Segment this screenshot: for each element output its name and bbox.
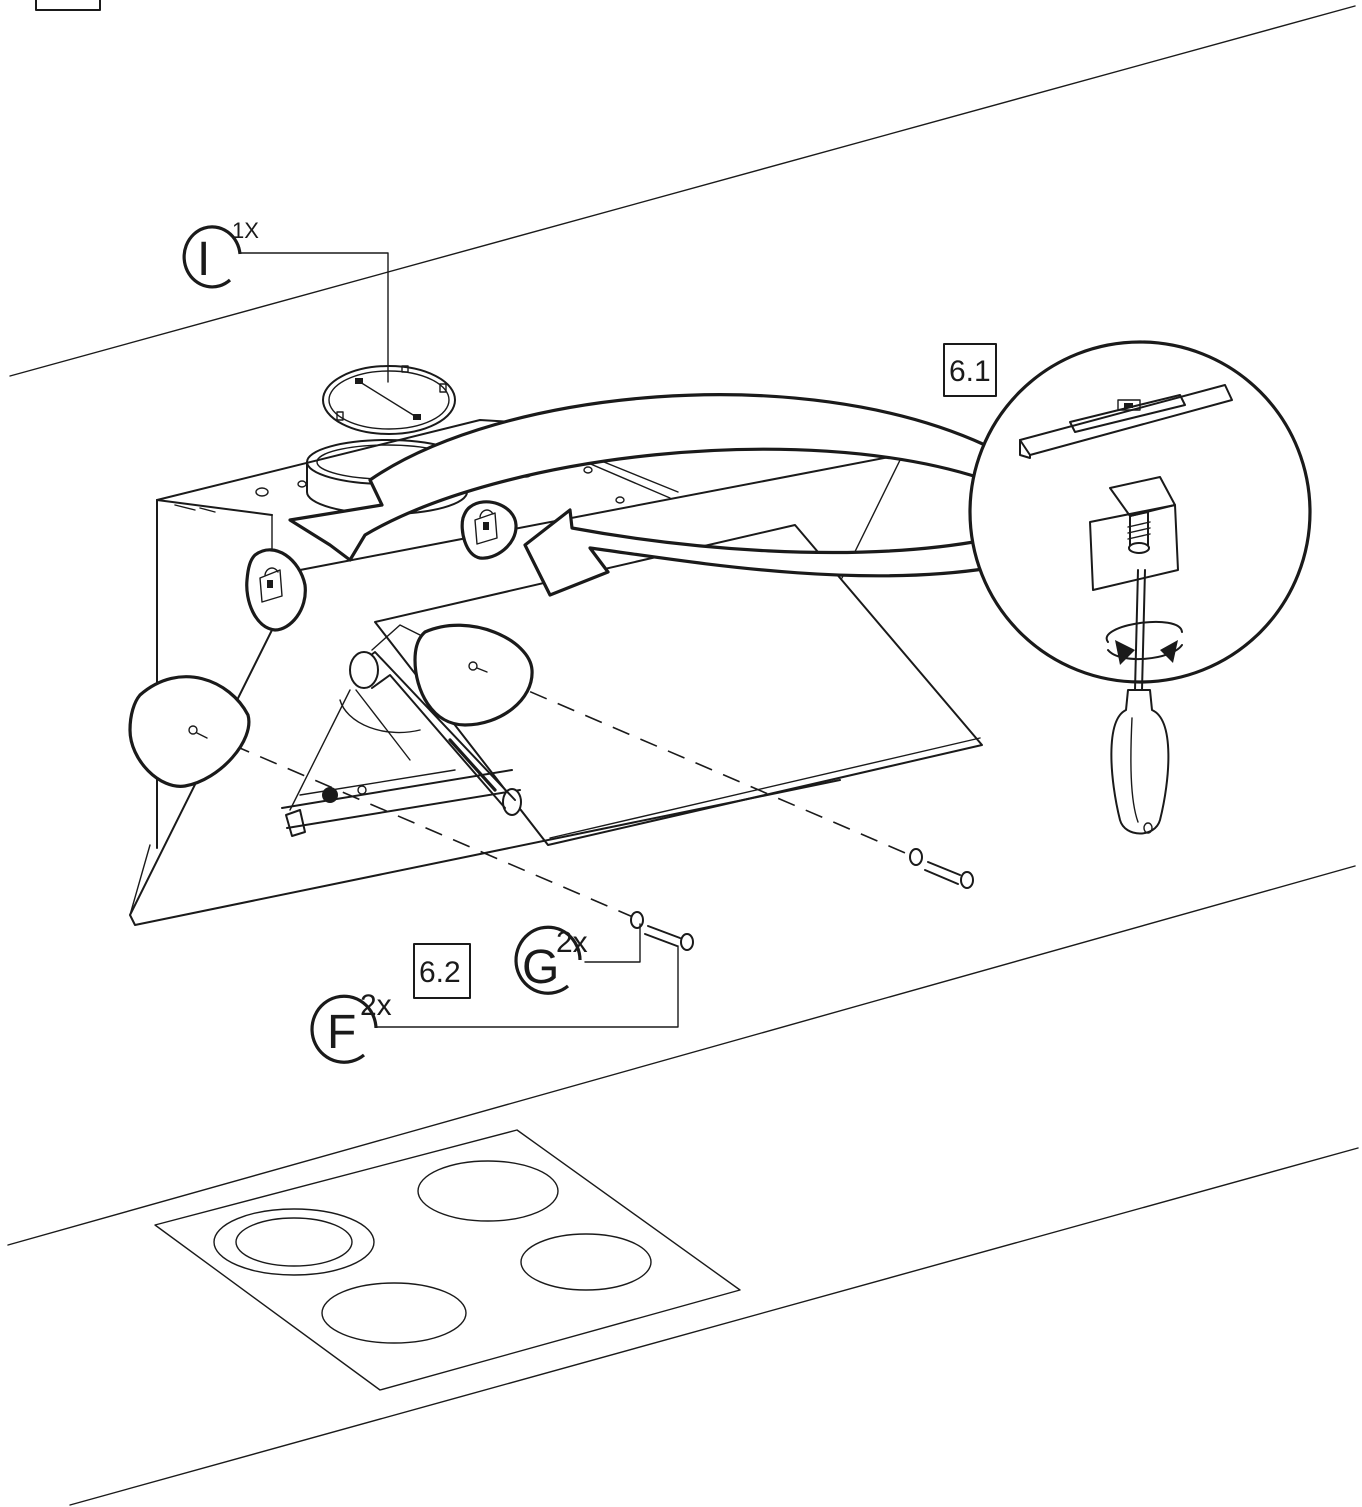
- cap-bubble-center: [413, 623, 534, 727]
- mounting-bar: [281, 769, 522, 837]
- part-callout-f: F 2x: [310, 989, 392, 1064]
- screwdriver: [1110, 569, 1170, 835]
- step-number: 6.1: [949, 355, 991, 388]
- alignment-lines: [204, 667, 911, 921]
- part-quantity: 1X: [232, 218, 259, 243]
- cap-bubble-left: [128, 675, 251, 788]
- lock-bubble-left: [245, 548, 307, 632]
- flange-ring-part-i: [322, 365, 456, 435]
- gas-strut: [289, 624, 516, 811]
- curved-arrow-upper: [288, 393, 987, 562]
- lock-bubble-center: [460, 500, 518, 560]
- part-callout-i: I 1X: [182, 218, 259, 289]
- step-label-6-2: 6.2: [413, 943, 471, 999]
- part-quantity: 2x: [360, 989, 392, 1022]
- screw-set-right: [909, 848, 974, 889]
- part-letter: G: [522, 941, 559, 994]
- part-letter: I: [197, 233, 210, 286]
- step-number: 6.2: [419, 956, 461, 989]
- spirit-level: [1019, 384, 1233, 459]
- corner-box: [35, 0, 101, 11]
- part-letter: F: [327, 1006, 356, 1059]
- rotate-arrows-icon: [1105, 620, 1183, 665]
- part-quantity: 2x: [556, 926, 588, 959]
- room-perspective-lines: [7, 5, 1359, 1506]
- leader-lines: [235, 252, 679, 1028]
- cooktop: [154, 1129, 741, 1391]
- part-callout-g: G 2x: [514, 925, 588, 995]
- curved-arrow-lower: [523, 508, 992, 597]
- step-label-6-1: 6.1: [943, 343, 997, 397]
- adjustment-bracket: [1089, 476, 1179, 591]
